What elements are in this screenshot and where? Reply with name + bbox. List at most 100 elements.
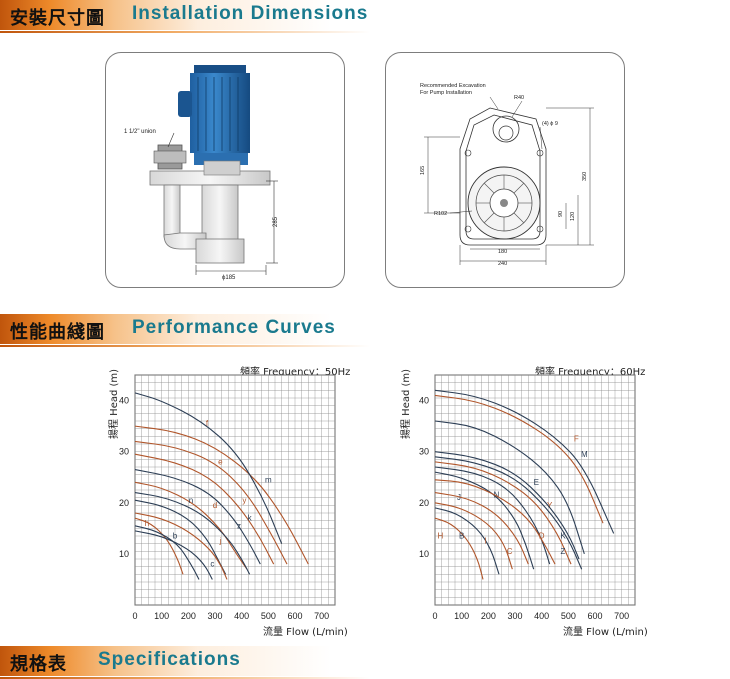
union-label: 1 1/2" union	[124, 129, 156, 135]
section-title-en: Specifications	[98, 649, 241, 670]
x-tick-label: 600	[287, 611, 302, 621]
series-curve-N	[434, 466, 551, 565]
side-view-drawing-panel: 1 1/2" union 285 ϕ185	[105, 52, 345, 288]
terminal-box	[178, 91, 192, 117]
series-curve-I	[434, 502, 513, 570]
banner-gradient	[0, 0, 360, 30]
y-tick-label: 40	[119, 396, 129, 406]
series-curve-F	[434, 394, 604, 524]
x-axis-label: 流量 Flow (L/min)	[563, 627, 648, 638]
d90-label: 90	[558, 211, 564, 217]
banner-rule	[0, 31, 370, 33]
x-tick-label: 0	[132, 611, 137, 621]
series-curve-j	[134, 512, 228, 580]
motor-body	[190, 73, 250, 153]
y-tick-label: 30	[419, 447, 429, 457]
side-view-drawing: 1 1/2" union 285 ϕ185	[124, 65, 279, 281]
holes-label: (4) ϕ 9	[542, 121, 558, 127]
performance-chart-60hz: 頻率 Frequency：60Hz 揚程 Head (m) 流量 Flow (L…	[385, 355, 730, 640]
banner-rule	[0, 677, 370, 679]
banner-gradient	[0, 646, 360, 676]
series-curve-D	[434, 479, 556, 565]
r40-label: R40	[514, 95, 524, 101]
series-curve-h	[134, 517, 184, 575]
bolt-holes	[464, 149, 544, 233]
shaft-recess	[492, 115, 520, 143]
chart-title: 頻率 Frequency：60Hz	[535, 367, 646, 378]
impeller-hub	[500, 199, 508, 207]
series-curve-b	[134, 525, 200, 580]
chart-title: 頻率 Frequency：50Hz	[240, 367, 351, 378]
series-label-C: C	[507, 547, 513, 556]
series-label-c: c	[210, 560, 214, 569]
width-dim-label: ϕ185	[222, 275, 236, 281]
y-tick-label: 30	[119, 447, 129, 457]
pipe-elbow	[163, 232, 207, 250]
section-banner-performance: 性能曲綫圖 Performance Curves	[0, 314, 370, 347]
series-curve-H	[434, 517, 484, 580]
series-curve-f	[134, 425, 309, 565]
d350-label: 350	[582, 172, 588, 181]
motor-cap	[194, 65, 246, 75]
y-tick-label: 20	[119, 498, 129, 508]
excavation-label-1: Recommended Excavation	[420, 83, 486, 89]
series-label-y: y	[242, 496, 246, 505]
union-nut	[153, 150, 187, 164]
x-tick-label: 500	[561, 611, 576, 621]
pump-column	[201, 184, 239, 248]
performance-chart-50hz: 頻率 Frequency：50Hz 揚程 Head (m) 流量 Flow (L…	[105, 355, 450, 640]
section-title-en: Performance Curves	[132, 317, 336, 338]
x-tick-label: 100	[154, 611, 169, 621]
series-label-Y: Y	[547, 501, 553, 510]
series-label-n: n	[189, 496, 193, 505]
x-tick-label: 300	[207, 611, 222, 621]
section-title-cn: 規格表	[10, 654, 67, 675]
series-curve-y	[134, 453, 275, 565]
series-label-M: M	[581, 450, 588, 459]
banner-gradient	[0, 314, 360, 344]
discharge-pipe	[163, 184, 181, 238]
x-tick-label: 200	[181, 611, 196, 621]
x-tick-label: 200	[481, 611, 496, 621]
series-label-f: f	[206, 419, 209, 428]
series-curve-C	[434, 492, 529, 565]
series-label-d: d	[213, 501, 217, 510]
x-tick-label: 100	[454, 611, 469, 621]
series-curve-z	[134, 492, 251, 575]
x-tick-label: 300	[507, 611, 522, 621]
series-curve-d	[134, 481, 248, 570]
series-label-D: D	[539, 532, 545, 541]
y-tick-label: 10	[419, 549, 429, 559]
series-label-Z: Z	[561, 547, 566, 556]
series-curve-c	[134, 530, 213, 580]
series-label-e: e	[218, 457, 223, 466]
series-curve-k	[134, 469, 261, 565]
y-tick-label: 10	[119, 549, 129, 559]
height-dimension	[266, 180, 278, 264]
series-label-j: j	[218, 537, 221, 546]
bracket	[203, 160, 241, 176]
series-label-z: z	[237, 521, 241, 530]
r102-label: R102	[434, 211, 447, 217]
top-view-drawing-panel: Recommended Excavation For Pump Installa…	[385, 52, 625, 288]
series-curve-E	[434, 420, 585, 555]
section-banner-specifications: 規格表 Specifications	[0, 646, 370, 679]
series-label-I: I	[485, 537, 487, 546]
shaft-hole	[498, 125, 514, 141]
series-curve-B	[434, 507, 500, 575]
motor-fins	[197, 77, 239, 151]
height-dim-label: 285	[273, 216, 279, 227]
d240-label: 240	[498, 261, 507, 267]
series-curve-m	[134, 392, 283, 544]
d180-label: 180	[498, 249, 507, 255]
section-title-en: Installation Dimensions	[132, 3, 369, 24]
series-curve-Z	[434, 451, 580, 560]
x-tick-label: 400	[534, 611, 549, 621]
top-view-drawing: Recommended Excavation For Pump Installa…	[420, 83, 594, 267]
impeller-vanes	[476, 175, 532, 231]
section-banner-installation: 安裝尺寸圖 Installation Dimensions	[0, 0, 370, 33]
y-tick-label: 20	[419, 498, 429, 508]
series-label-k: k	[248, 514, 253, 523]
y-tick-label: 40	[419, 396, 429, 406]
